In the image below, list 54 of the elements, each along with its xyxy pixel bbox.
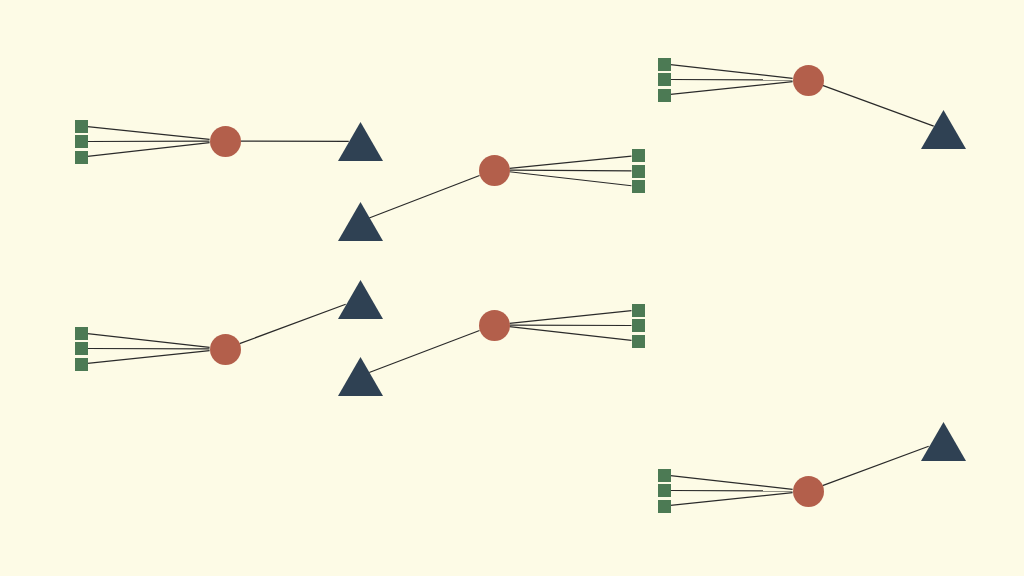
- connector-line: [508, 155, 633, 170]
- connector-line: [238, 303, 347, 345]
- connector-line: [239, 140, 350, 143]
- connector-line: [508, 326, 633, 341]
- connector-line: [86, 140, 211, 143]
- connector-line: [821, 84, 935, 127]
- square-node: [657, 73, 671, 86]
- connector-line: [669, 475, 794, 490]
- connector-line: [508, 169, 633, 172]
- square-node: [74, 150, 88, 164]
- connector-line: [86, 142, 211, 157]
- circle-node: [792, 475, 824, 507]
- connector-line: [669, 489, 794, 492]
- triangle-node: [920, 421, 966, 461]
- square-node: [657, 468, 671, 482]
- square-node: [631, 319, 645, 332]
- triangle-node: [337, 356, 383, 396]
- square-node: [74, 342, 88, 355]
- connector-line: [86, 350, 211, 364]
- square-node: [657, 88, 671, 102]
- circle-node: [478, 309, 510, 341]
- circle-node: [209, 125, 241, 157]
- square-node: [631, 334, 645, 348]
- connector-line: [508, 171, 633, 187]
- square-node: [631, 180, 645, 193]
- circle-node: [792, 64, 824, 96]
- square-node: [657, 484, 671, 497]
- connector-line: [86, 333, 211, 348]
- connector-line: [669, 492, 794, 506]
- connector-line: [86, 126, 211, 140]
- connector-line: [508, 310, 633, 324]
- square-node: [657, 57, 671, 71]
- square-node: [74, 357, 88, 371]
- square-node: [74, 119, 88, 133]
- connector-line: [669, 81, 794, 95]
- connector-line: [669, 78, 794, 81]
- triangle-node: [337, 279, 383, 319]
- square-node: [74, 326, 88, 340]
- triangle-node: [337, 122, 383, 161]
- triangle-node: [920, 110, 966, 149]
- connector-line: [368, 174, 481, 219]
- connector-line: [508, 324, 633, 327]
- square-node: [74, 135, 88, 148]
- square-node: [631, 149, 645, 162]
- square-node: [631, 164, 645, 178]
- circle-node: [209, 333, 241, 365]
- square-node: [657, 499, 671, 513]
- connector-line: [669, 64, 794, 79]
- triangle-node: [337, 202, 383, 241]
- connector-line: [821, 445, 930, 487]
- connector-line: [368, 329, 481, 374]
- circle-node: [478, 154, 510, 186]
- square-node: [631, 303, 645, 317]
- connector-line: [86, 347, 211, 350]
